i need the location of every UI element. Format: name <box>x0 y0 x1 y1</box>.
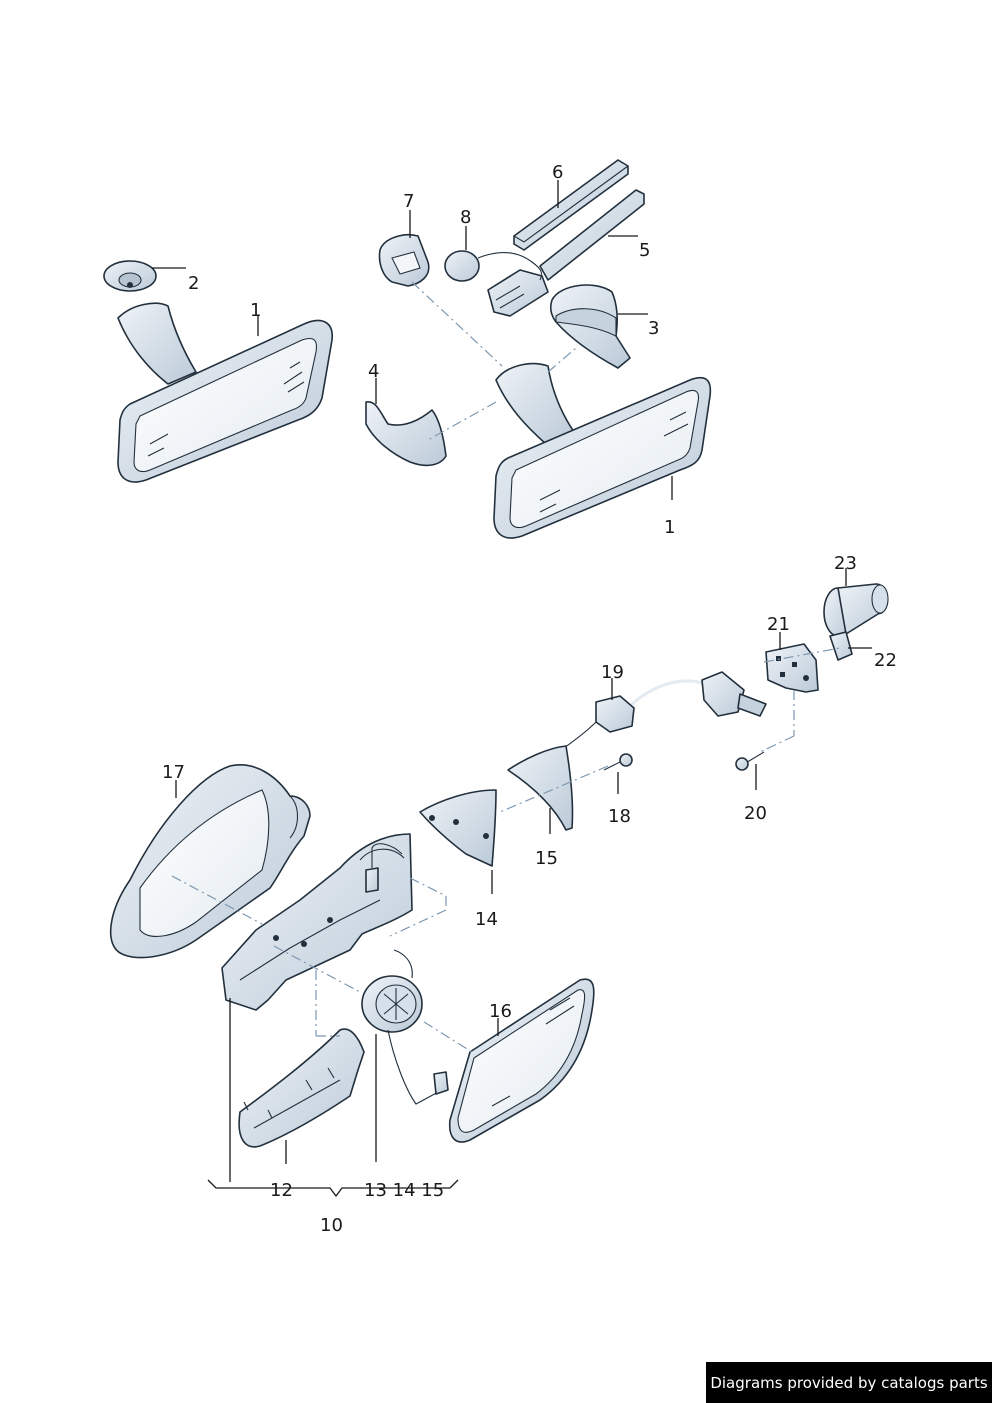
assembly-lines-lower <box>171 647 841 1053</box>
part-6-strip <box>513 159 629 251</box>
part-15-cover <box>507 745 574 831</box>
callout-17: 17 <box>162 762 185 783</box>
part-21-bracket-plate <box>765 643 819 693</box>
callout-14: 14 <box>475 909 498 930</box>
callout-7: 7 <box>403 191 414 212</box>
callout-labels: 1 2 6 5 7 8 3 4 1 23 21 22 19 17 18 20 1… <box>162 162 897 1236</box>
callout-5: 5 <box>639 240 650 261</box>
part-22-clip <box>829 631 853 661</box>
part-1-interior-mirror-right <box>493 362 712 539</box>
part-14-base-plate <box>419 789 497 867</box>
callout-6: 6 <box>552 162 563 183</box>
leader-lines <box>152 180 872 1198</box>
part-8-sensor <box>444 250 543 282</box>
callout-20: 20 <box>744 803 767 824</box>
part-1-interior-mirror-left <box>117 302 333 483</box>
part-18-screw <box>603 753 633 771</box>
part-23-bush <box>823 583 889 637</box>
part-16-mirror-glass <box>448 978 595 1143</box>
assembly-lines-upper <box>411 281 577 441</box>
part-3-base-cover <box>550 284 631 369</box>
credit-banner: Diagrams provided by catalogs parts <box>706 1362 992 1403</box>
callout-12: 12 <box>270 1180 293 1201</box>
part-4-trim-cover <box>365 401 447 467</box>
callout-13-14-15: 13 14 15 <box>364 1180 444 1201</box>
part-19-wiring-harness <box>563 671 767 749</box>
callout-18: 18 <box>608 806 631 827</box>
callout-15: 15 <box>535 848 558 869</box>
part-13-mirror-base <box>221 833 413 1011</box>
callout-22: 22 <box>874 650 897 671</box>
part-12-lower-cover <box>238 1028 365 1148</box>
callout-1-right: 1 <box>664 517 675 538</box>
callout-2: 2 <box>188 273 199 294</box>
callout-10: 10 <box>320 1215 343 1236</box>
callout-23: 23 <box>834 553 857 574</box>
callout-19: 19 <box>601 662 624 683</box>
part-2-cover <box>103 260 157 292</box>
callout-4: 4 <box>368 361 379 382</box>
part-17-housing-cap <box>109 764 311 959</box>
part-20-screw <box>735 751 765 771</box>
part-5-cable-with-connector <box>487 189 645 317</box>
part-7-holder <box>378 234 430 287</box>
callout-21: 21 <box>767 614 790 635</box>
part-13-adjusting-unit <box>361 949 449 1105</box>
callout-3: 3 <box>648 318 659 339</box>
callout-8: 8 <box>460 207 471 228</box>
callout-16: 16 <box>489 1001 512 1022</box>
callout-1-left: 1 <box>250 300 261 321</box>
